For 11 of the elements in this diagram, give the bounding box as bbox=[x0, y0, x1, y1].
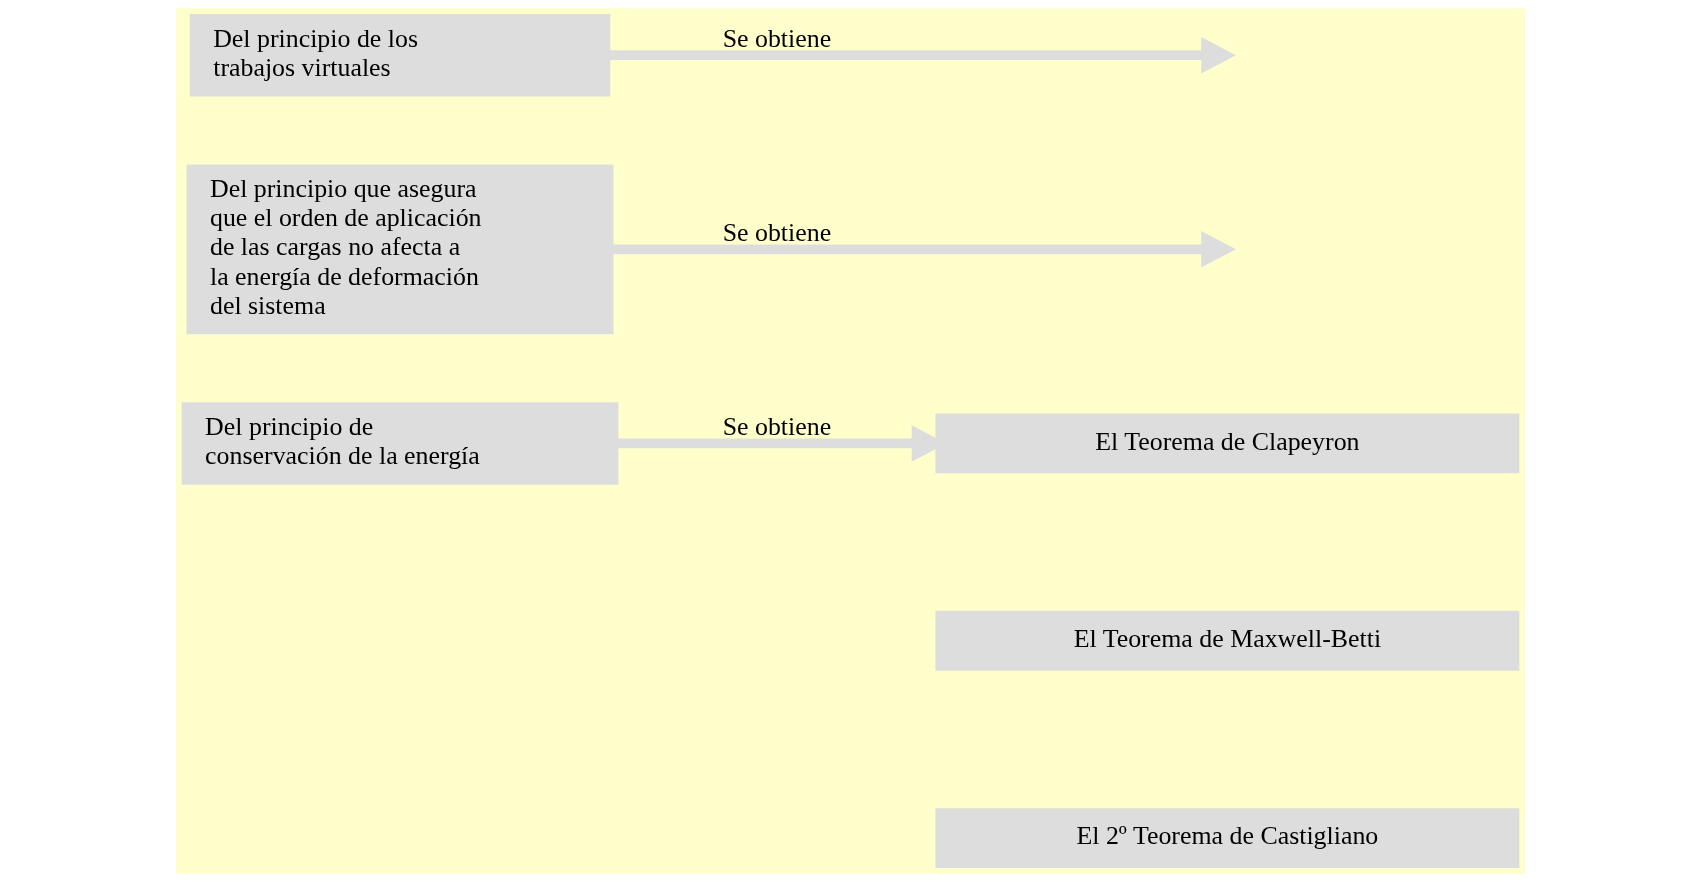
node-box: Del principio de conservación de la energía bbox=[181, 402, 618, 485]
node-box: El 2º Teorema de Castigliano bbox=[934, 808, 1519, 868]
arrow bbox=[609, 37, 1236, 74]
edge-label: Se obtiene bbox=[722, 23, 831, 53]
node-box: El Teorema de Clapeyron bbox=[934, 413, 1519, 474]
node-box: El Teorema de Maxwell-Betti bbox=[934, 610, 1519, 671]
node-box: Del principio que asegura que el orden de aplicación de las cargas no afecta a la energía de deformación del sistema bbox=[186, 164, 614, 335]
edge-label: Se obtiene bbox=[722, 412, 831, 442]
edge-label: Se obtiene bbox=[722, 217, 831, 247]
arrow bbox=[612, 231, 1236, 268]
node-box: Del principio de los trabajos virtuales bbox=[189, 13, 610, 97]
